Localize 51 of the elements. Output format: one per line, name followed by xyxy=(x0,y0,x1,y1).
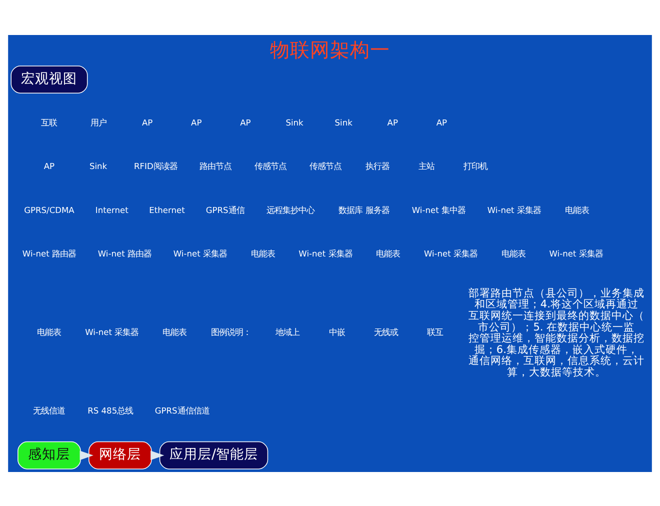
label: Ethernet xyxy=(149,204,185,214)
label: AP xyxy=(191,116,202,127)
node-box: 宏观视图 xyxy=(10,65,88,93)
label: AP xyxy=(142,116,153,127)
label: 图例说明： xyxy=(211,326,252,337)
label: AP xyxy=(436,116,448,127)
label: 电能表 xyxy=(37,326,62,337)
label: AP xyxy=(44,160,55,171)
label: 电能表 xyxy=(501,248,526,258)
label: GPRS通信 xyxy=(206,204,244,214)
label: 执行器 xyxy=(366,160,390,171)
label: 数据库 服务器 xyxy=(338,204,390,214)
label: 打印机 xyxy=(464,160,488,171)
label: 传感节点 xyxy=(254,160,286,171)
label: 电能表 xyxy=(376,248,400,258)
label: 主站 xyxy=(418,160,435,171)
label: Wi-net 采集器 xyxy=(173,248,227,258)
label: Wi-net 采集器 xyxy=(298,248,352,258)
label: 地域上 xyxy=(276,326,300,337)
label: 部署路由节点（县公司），业务集成和区域管理；4.将这个区域再通过互联网统一连接到最终的数据中心（市公司）；5. 在数据中心统一监控管理运维，智能数据分析，数据挖掘；6.集成传感器，嵌入式硬件，通信网络，互联网，信息系统，云计算，大数据等技术。 xyxy=(468,286,644,378)
label: Wi-net 集中器 xyxy=(412,204,466,214)
label: 传感节点 xyxy=(309,160,342,171)
label: GPRS/CDMA xyxy=(24,204,74,214)
label: Sink xyxy=(334,116,352,127)
legend-label: GPRS通信信道 xyxy=(154,405,210,416)
label: 电能表 xyxy=(250,248,275,258)
label: 电能表 xyxy=(162,326,187,337)
label: Wi-net 采集器 xyxy=(85,326,139,337)
label: Wi-net 采集器 xyxy=(487,204,541,214)
label: 电能表 xyxy=(564,204,589,214)
label: Wi-net 路由器 xyxy=(98,248,152,258)
label: RFID阅读器 xyxy=(134,160,178,171)
label: Internet xyxy=(95,204,128,214)
label: 远程集抄中心 xyxy=(266,204,315,214)
legend-label: RS 485总线 xyxy=(88,405,134,416)
legend-label: 无线信道 xyxy=(33,405,66,416)
label: Sink xyxy=(286,116,304,127)
label: Wi-net 采集器 xyxy=(549,248,603,258)
label: 路由节点 xyxy=(199,160,232,171)
label: Wi-net 采集器 xyxy=(424,248,478,258)
label: 互联 xyxy=(41,116,58,127)
label: 用户 xyxy=(90,116,106,127)
node-box: 应用层/智能层 xyxy=(159,440,268,469)
diagram-title: 物联网架构一 xyxy=(270,38,390,62)
label: 无线或 xyxy=(374,326,398,337)
label: AP xyxy=(387,116,398,127)
label: Wi-net 路由器 xyxy=(22,248,76,258)
label: AP xyxy=(240,116,251,127)
label: 中嵌 xyxy=(328,326,345,337)
label: Sink xyxy=(89,160,108,171)
label: 联互 xyxy=(426,326,443,337)
